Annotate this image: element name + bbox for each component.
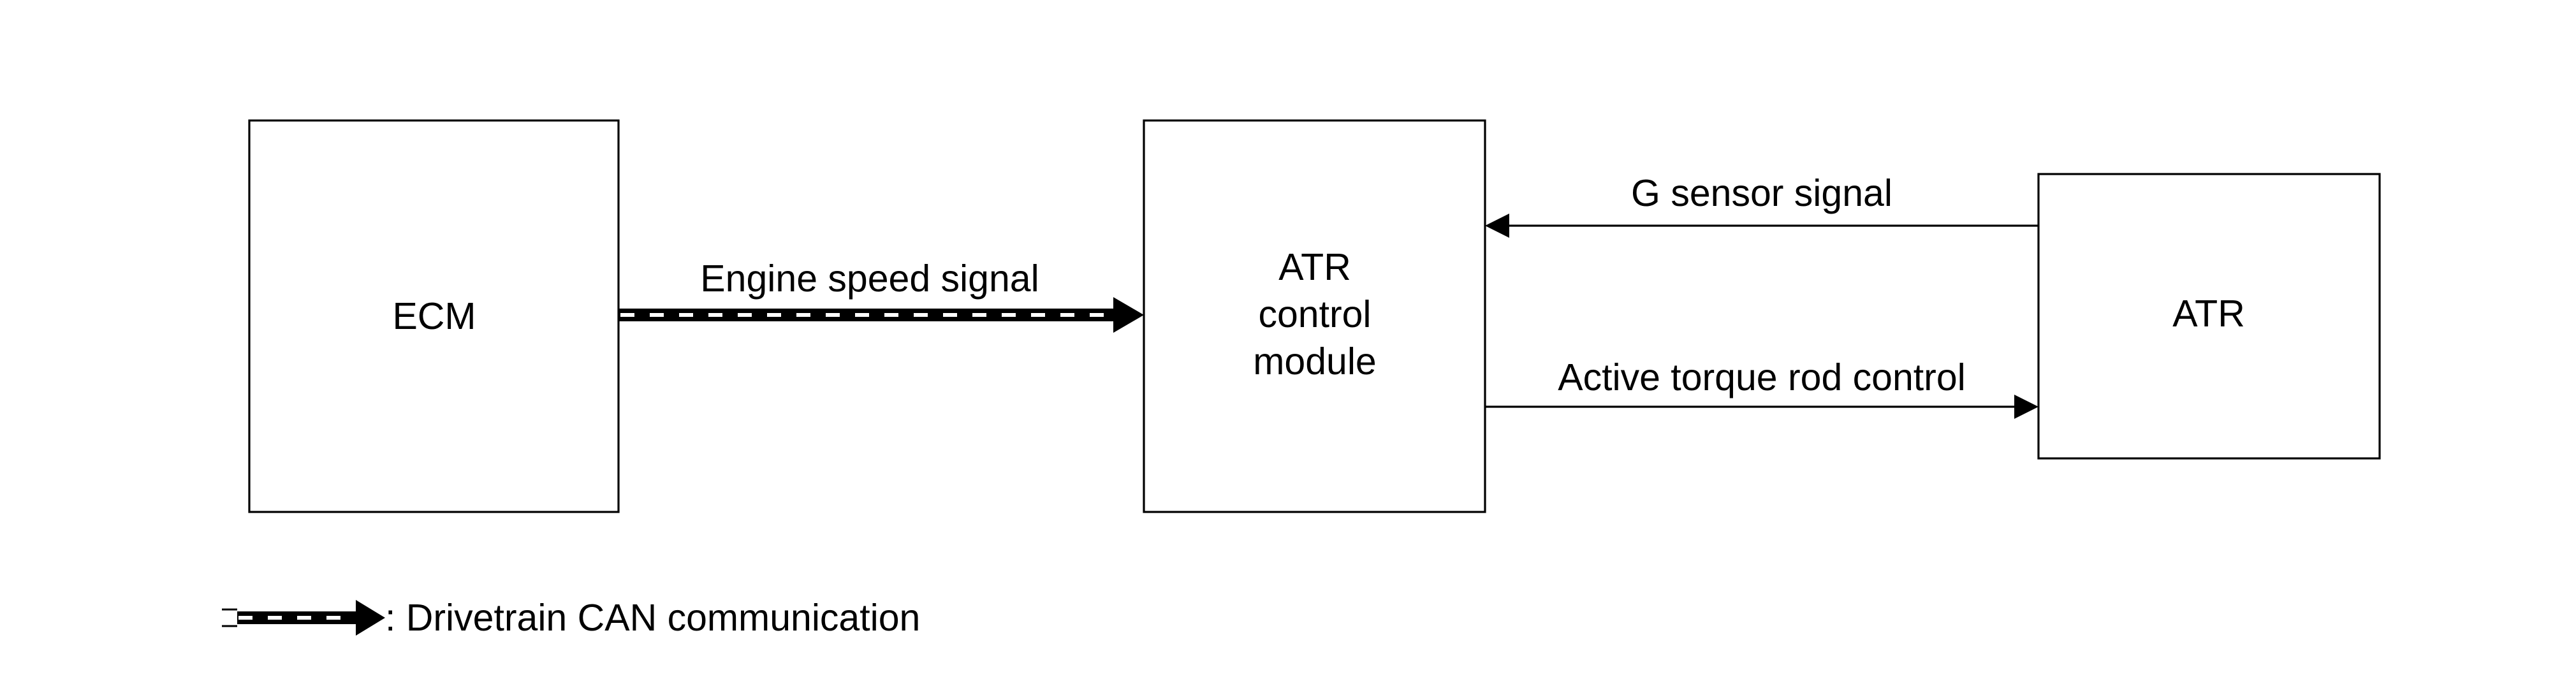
atr-control-module-label-line-3: module <box>1253 340 1377 383</box>
active-torque-rod-control-label: Active torque rod control <box>1558 356 1966 398</box>
legend-can-communication-label: : Drivetrain CAN communication <box>385 597 920 639</box>
ecm-label: ECM <box>392 295 476 337</box>
engine-speed-signal-label: Engine speed signal <box>700 258 1039 300</box>
legend-can-symbol <box>222 600 385 636</box>
ecm-block: ECM <box>248 119 620 513</box>
engine-speed-can-arrow <box>618 297 1144 333</box>
atr-label: ATR <box>2172 293 2245 335</box>
atr-block: ATR <box>2037 173 2381 460</box>
active-torque-rod-control-arrow <box>1485 395 2038 419</box>
g-sensor-signal-label: G sensor signal <box>1631 172 1892 214</box>
g-sensor-signal-arrow <box>1485 214 2038 238</box>
atr-control-module-label-line-2: control <box>1258 293 1371 335</box>
atr-control-module-label-line-1: ATR <box>1278 246 1351 288</box>
atr-control-module-block: ATR control module <box>1143 119 1486 513</box>
